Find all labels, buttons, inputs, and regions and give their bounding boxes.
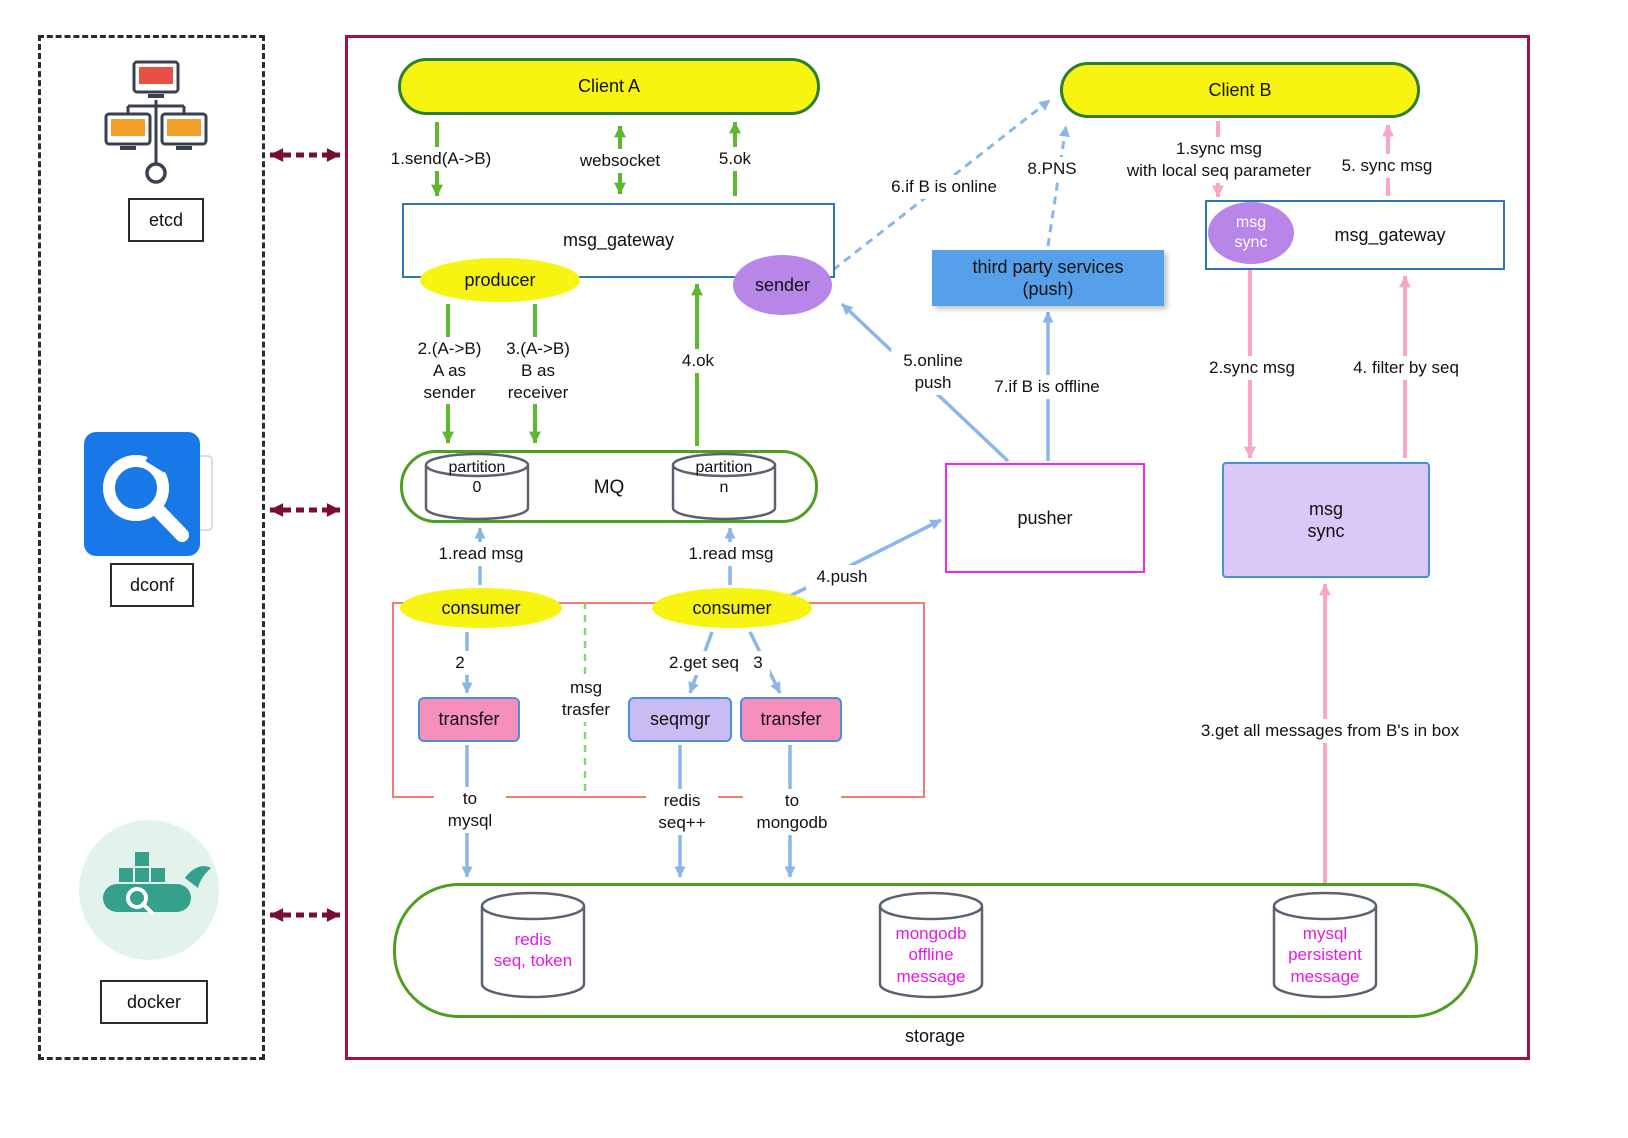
msg-gateway-left-label: msg_gateway xyxy=(562,230,675,251)
label-send-a-b: 1.send(A->B) xyxy=(375,147,507,171)
partition-0-cylinder: partition 0 xyxy=(424,452,530,521)
label-if-b-online: 6.if B is online xyxy=(876,175,1012,199)
label-2-sync-msg: 2.sync msg xyxy=(1198,356,1306,380)
partition-n-cylinder: partition n xyxy=(671,452,777,521)
third-party-services-label: third party services (push) xyxy=(972,256,1124,300)
label-step-2: 2 xyxy=(447,651,473,675)
client-b-node: Client B xyxy=(1060,62,1420,118)
label-redis-seq: redis seq++ xyxy=(646,789,718,835)
label-4ok: 4.ok xyxy=(671,349,725,373)
sender-label: sender xyxy=(754,274,811,295)
client-a-label: Client A xyxy=(577,76,641,97)
msg-trasfer-label: msg trasfer xyxy=(548,676,624,722)
redis-cylinder: redis seq, token xyxy=(480,891,586,999)
etcd-label-text: etcd xyxy=(148,209,184,230)
etcd-label: etcd xyxy=(128,198,204,242)
msg-sync-badge-label: msg sync xyxy=(1234,214,1268,251)
seqmgr-label: seqmgr xyxy=(649,709,711,730)
mongodb-label: mongodb offline message xyxy=(895,924,967,986)
client-b-label: Client B xyxy=(1208,79,1272,100)
transfer-right-label: transfer xyxy=(760,709,822,730)
msg-sync-badge-node: msg sync xyxy=(1208,202,1294,264)
sidebar-group-box xyxy=(38,35,265,1060)
label-a-as-sender: 2.(A->B) A as sender xyxy=(402,337,497,405)
msg-sync-box-label: msg sync xyxy=(1307,498,1345,542)
dconf-icon xyxy=(82,430,214,560)
seqmgr-node: seqmgr xyxy=(628,697,732,742)
arrow-8pns xyxy=(1046,125,1070,247)
consumer-right-node: consumer xyxy=(652,588,812,628)
transfer-left-label: transfer xyxy=(438,709,500,730)
label-b-as-receiver: 3.(A->B) B as receiver xyxy=(492,337,584,405)
label-to-mysql: to mysql xyxy=(434,787,506,833)
partition-0-label: partition 0 xyxy=(448,459,506,496)
client-a-node: Client A xyxy=(398,58,820,115)
dconf-label-text: dconf xyxy=(129,574,175,595)
label-4push: 4.push xyxy=(806,565,878,589)
transfer-right-node: transfer xyxy=(740,697,842,742)
docker-icon xyxy=(75,816,223,964)
label-read-msg-left: 1.read msg xyxy=(428,542,534,566)
label-1-sync-msg: 1.sync msg with local seq parameter xyxy=(1105,137,1333,183)
producer-label: producer xyxy=(464,269,536,290)
label-online-push: 5.online push xyxy=(891,349,975,395)
storage-label: storage xyxy=(904,1026,966,1046)
label-to-mongodb: to mongodb xyxy=(743,789,841,835)
arrow-if-b-online xyxy=(832,98,1051,272)
label-step-3: 3 xyxy=(746,651,770,675)
msg-sync-box-node: msg sync xyxy=(1222,462,1430,578)
transfer-left-node: transfer xyxy=(418,697,520,742)
label-8pns: 8.PNS xyxy=(1020,157,1084,181)
consumer-left-node: consumer xyxy=(400,588,562,628)
label-if-b-offline: 7.if B is offline xyxy=(978,375,1116,399)
dconf-label: dconf xyxy=(110,563,194,607)
consumer-left-label: consumer xyxy=(441,597,521,618)
redis-label: redis seq, token xyxy=(493,930,573,971)
consumer-right-label: consumer xyxy=(692,597,772,618)
label-get-all-messages: 3.get all messages from B's in box xyxy=(1170,719,1490,743)
main-group-box xyxy=(345,35,1530,1060)
label-5-sync-msg: 5. sync msg xyxy=(1333,154,1441,178)
mongodb-cylinder: mongodb offline message xyxy=(878,891,984,999)
etcd-icon xyxy=(100,60,212,192)
label-5ok: 5.ok xyxy=(706,147,764,171)
label-websocket: websocket xyxy=(568,149,672,173)
sender-node: sender xyxy=(733,255,832,315)
producer-node: producer xyxy=(420,258,580,302)
partition-n-label: partition n xyxy=(695,459,753,496)
mysql-cylinder: mysql persistent message xyxy=(1272,891,1378,999)
mq-label: MQ xyxy=(593,477,625,498)
label-filter-by-seq: 4. filter by seq xyxy=(1338,356,1474,380)
third-party-services-node: third party services (push) xyxy=(932,250,1164,306)
docker-label-text: docker xyxy=(126,991,182,1012)
pusher-label: pusher xyxy=(1017,507,1073,528)
label-get-seq: 2.get seq xyxy=(662,651,746,675)
docker-label: docker xyxy=(100,980,208,1024)
mysql-label: mysql persistent message xyxy=(1288,924,1362,986)
label-read-msg-right: 1.read msg xyxy=(678,542,784,566)
msg-gateway-right-label: msg_gateway xyxy=(1334,224,1446,245)
pusher-node: pusher xyxy=(945,463,1145,573)
